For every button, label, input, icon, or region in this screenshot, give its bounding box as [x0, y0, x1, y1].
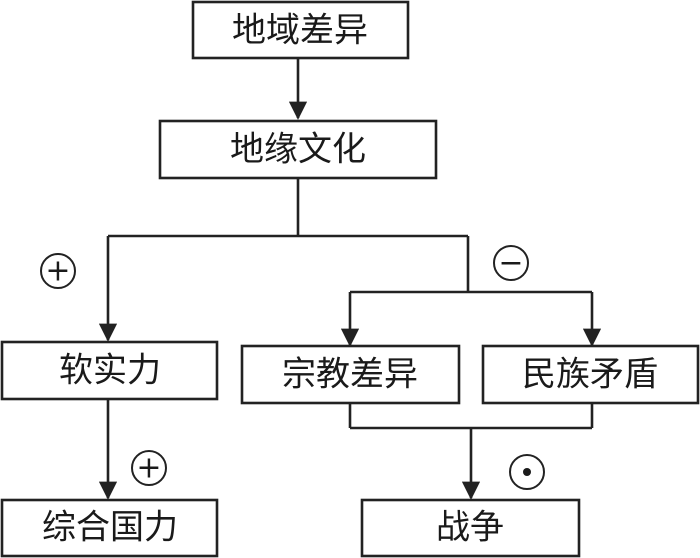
node-war: 战争 — [360, 498, 581, 558]
connectors — [98, 58, 602, 500]
node-soft-power: 软实力 — [0, 340, 219, 401]
node-label: 地域差异 — [232, 11, 368, 51]
node-geo-culture: 地缘文化 — [158, 119, 438, 180]
node-label: 战争 — [436, 508, 504, 548]
plus-sign-strength: + — [131, 450, 167, 486]
svg-text:+: + — [136, 451, 161, 486]
dot-sign-center — [523, 468, 531, 476]
minus-sign-conflict: − — [493, 245, 529, 281]
node-ethnic-conflict: 民族矛盾 — [481, 344, 700, 405]
plus-sign-soft-power: + — [40, 253, 76, 289]
dot-sign-war: ⊙ — [509, 454, 545, 490]
svg-text:+: + — [45, 254, 70, 289]
node-label: 民族矛盾 — [522, 355, 658, 395]
node-label: 综合国力 — [42, 508, 178, 548]
svg-text:−: − — [498, 246, 523, 281]
node-label: 软实力 — [59, 351, 161, 391]
node-label: 地缘文化 — [230, 130, 366, 170]
node-label: 宗教差异 — [282, 355, 418, 395]
node-religious-difference: 宗教差异 — [240, 344, 461, 405]
node-regional-difference: 地域差异 — [191, 0, 410, 60]
node-national-strength: 综合国力 — [0, 498, 219, 558]
